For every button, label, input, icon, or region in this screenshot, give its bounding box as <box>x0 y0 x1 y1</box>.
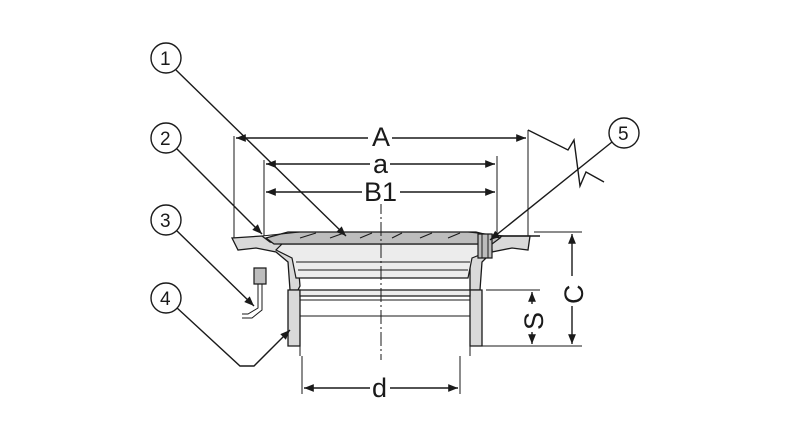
callout-number-5: 5 <box>618 124 629 145</box>
callout-number-2: 2 <box>160 129 171 150</box>
dimension-C: C <box>482 231 589 347</box>
callout-1: 1 <box>150 42 347 237</box>
callout-2: 2 <box>150 122 263 235</box>
callout-3: 3 <box>150 204 255 307</box>
dimension-A: A <box>233 120 529 238</box>
dimension-label-a: a <box>373 149 389 179</box>
dimension-label-B1: B1 <box>364 177 397 207</box>
dimension-S: S <box>486 289 549 344</box>
break-line <box>527 129 605 189</box>
dimension-label-S: S <box>519 312 549 330</box>
drain-body <box>230 231 540 356</box>
dimension-label-A: A <box>372 122 390 152</box>
callout-5: 5 <box>489 117 640 241</box>
dimension-label-C: C <box>559 285 589 305</box>
dimension-a: a <box>263 149 498 236</box>
callout-number-3: 3 <box>160 211 171 232</box>
dimension-d: d <box>301 356 461 403</box>
callout-number-4: 4 <box>160 289 171 310</box>
callout-number-1: 1 <box>160 49 171 70</box>
dimension-B1: B1 <box>266 176 495 207</box>
callout-4: 4 <box>150 282 291 367</box>
dimension-label-d: d <box>372 373 387 403</box>
